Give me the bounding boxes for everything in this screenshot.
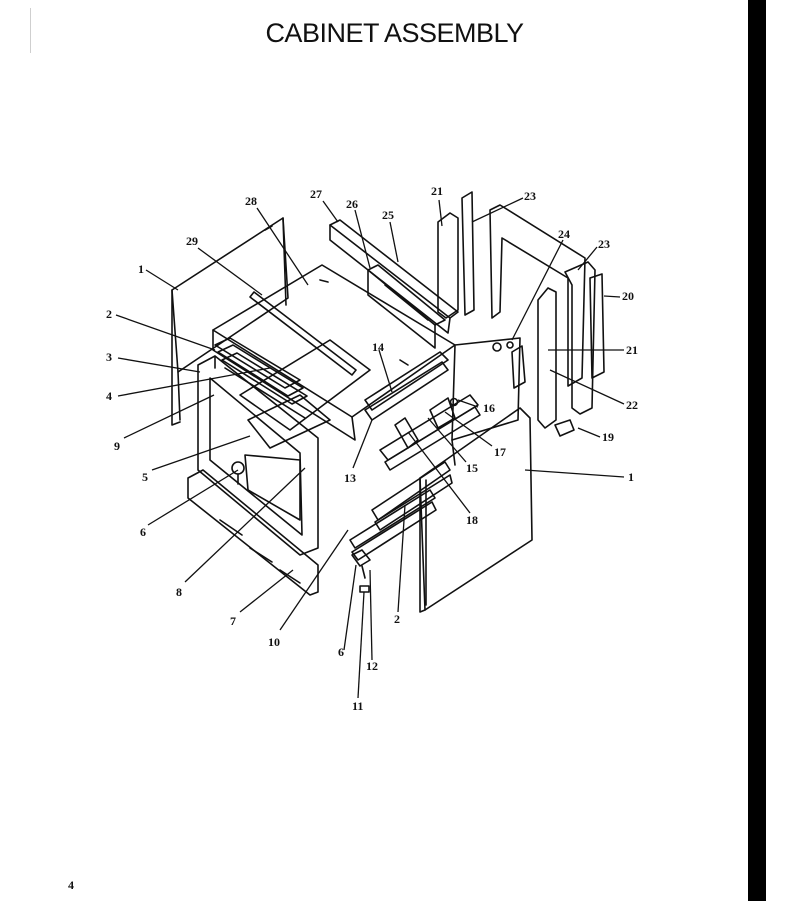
callout-21-lower: 21	[626, 343, 638, 357]
leveling-foot-left	[231, 461, 245, 485]
callout-11: 11	[352, 699, 363, 713]
callout-16: 16	[483, 401, 495, 415]
callout-12: 12	[366, 659, 378, 673]
callout-4: 4	[106, 389, 112, 403]
leveling-leg	[351, 549, 371, 593]
rear-trim-channel	[329, 219, 459, 349]
page-number: 4	[68, 878, 74, 892]
upper-rails	[214, 337, 308, 419]
callout-10: 10	[268, 635, 280, 649]
callout-13: 13	[344, 471, 356, 485]
callout-14: 14	[372, 340, 384, 354]
rear-cabinet-box	[429, 337, 521, 466]
callout-15: 15	[466, 461, 478, 475]
callout-2-upper: 2	[106, 307, 112, 321]
callout-29: 29	[186, 234, 198, 248]
callout-19: 19	[602, 430, 614, 444]
callout-23-upper: 23	[524, 189, 536, 203]
callout-3: 3	[106, 350, 112, 364]
page-title: CABINET ASSEMBLY	[265, 18, 524, 48]
rear-channels	[437, 191, 605, 437]
drawer-front	[187, 469, 319, 596]
callout-5: 5	[142, 470, 148, 484]
callout-25: 25	[382, 208, 394, 222]
callout-26: 26	[346, 197, 358, 211]
callout-9: 9	[114, 439, 120, 453]
callout-8: 8	[176, 585, 182, 599]
callout-18: 18	[466, 513, 478, 527]
oven-bottom-panel	[239, 339, 371, 521]
callout-24: 24	[558, 227, 570, 241]
callout-1-right: 1	[628, 470, 634, 484]
callout-17: 17	[494, 445, 506, 459]
scan-border-bar	[748, 0, 766, 901]
callout-2-lower: 2	[394, 612, 400, 626]
front-frame	[197, 355, 319, 556]
callout-6-left: 6	[140, 525, 146, 539]
callout-6-front: 6	[338, 645, 344, 659]
callout-21-upper: 21	[431, 184, 443, 198]
callout-7: 7	[230, 614, 236, 628]
callout-28: 28	[245, 194, 257, 208]
callout-27: 27	[310, 187, 322, 201]
right-side-panel	[419, 407, 533, 613]
callout-1-left: 1	[138, 262, 144, 276]
side-rails	[349, 351, 481, 561]
callout-20: 20	[622, 289, 634, 303]
callout-23-lower: 23	[598, 237, 610, 251]
scan-edge-mark	[30, 8, 31, 53]
callout-22: 22	[626, 398, 638, 412]
